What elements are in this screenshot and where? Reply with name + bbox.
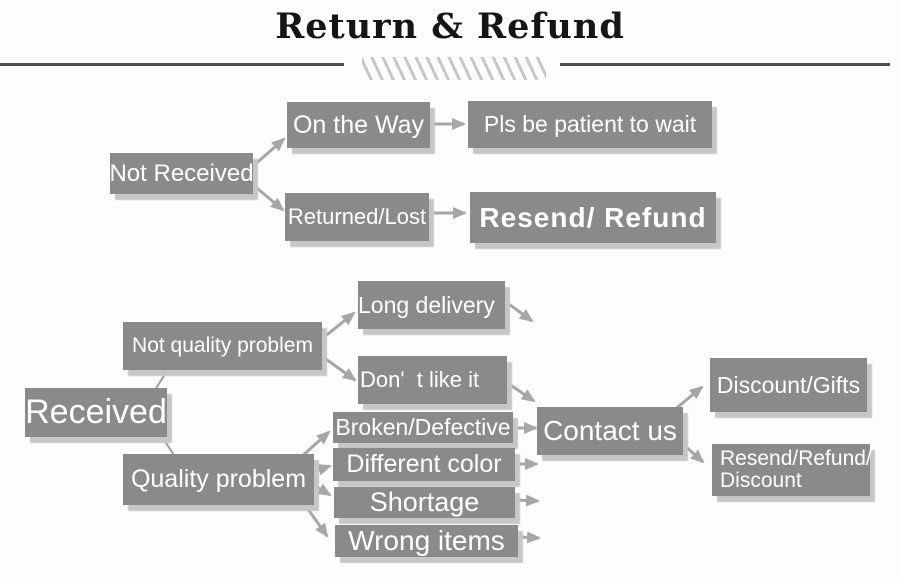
arrow-quality-wrongitems bbox=[301, 501, 329, 538]
arrow-notreceived-returnedlost bbox=[251, 182, 285, 212]
divider-line-right bbox=[560, 63, 890, 66]
node-pls-be-patient: Pls be patient to wait bbox=[468, 101, 712, 148]
divider-line-left bbox=[0, 63, 344, 66]
node-wrong-items: Wrong items bbox=[335, 525, 518, 557]
node-returned-lost: Returned/Lost bbox=[285, 193, 429, 241]
node-received: Received bbox=[25, 388, 167, 437]
arrow-notquality-longdelivery bbox=[322, 311, 356, 340]
arrow-wrongitems-contactus bbox=[518, 531, 541, 544]
node-not-received: Not Received bbox=[109, 153, 254, 194]
arrow-notquality-dontlikeit bbox=[322, 355, 357, 382]
connector-received-quality bbox=[161, 436, 175, 456]
node-dont-like-it: Don' t like it bbox=[358, 356, 507, 404]
node-shortage: Shortage bbox=[334, 487, 515, 518]
arrow-shortage-contactus bbox=[515, 494, 540, 507]
node-resend-refund-discount-line1: Resend/Refund/ bbox=[720, 446, 872, 470]
arrow-quality-differentcolor bbox=[314, 464, 332, 476]
node-long-delivery: Long delivery bbox=[358, 281, 505, 329]
arrow-notreceived-ontheway bbox=[251, 137, 286, 169]
node-broken-defective: Broken/Defective bbox=[333, 412, 513, 443]
divider-hatch bbox=[362, 57, 546, 80]
arrow-longdelivery-out bbox=[505, 300, 534, 323]
node-resend-refund-discount-line2: Discount bbox=[720, 469, 802, 492]
node-not-quality-problem: Not quality problem bbox=[123, 322, 322, 370]
arrow-dontlikeit-contactus bbox=[505, 380, 536, 403]
node-on-the-way: On the Way bbox=[287, 102, 430, 148]
node-discount-gifts: Discount/Gifts bbox=[710, 358, 867, 412]
arrow-quality-shortage bbox=[314, 483, 332, 497]
node-contact-us: Contact us bbox=[537, 407, 683, 455]
node-quality-problem: Quality problem bbox=[123, 454, 314, 505]
node-different-color: Different color bbox=[333, 448, 515, 481]
page-title: Return & Refund bbox=[275, 6, 625, 47]
node-resend-refund: Resend/ Refund bbox=[470, 192, 716, 243]
node-resend-refund-discount: Resend/Refund/ Discount bbox=[712, 444, 872, 496]
